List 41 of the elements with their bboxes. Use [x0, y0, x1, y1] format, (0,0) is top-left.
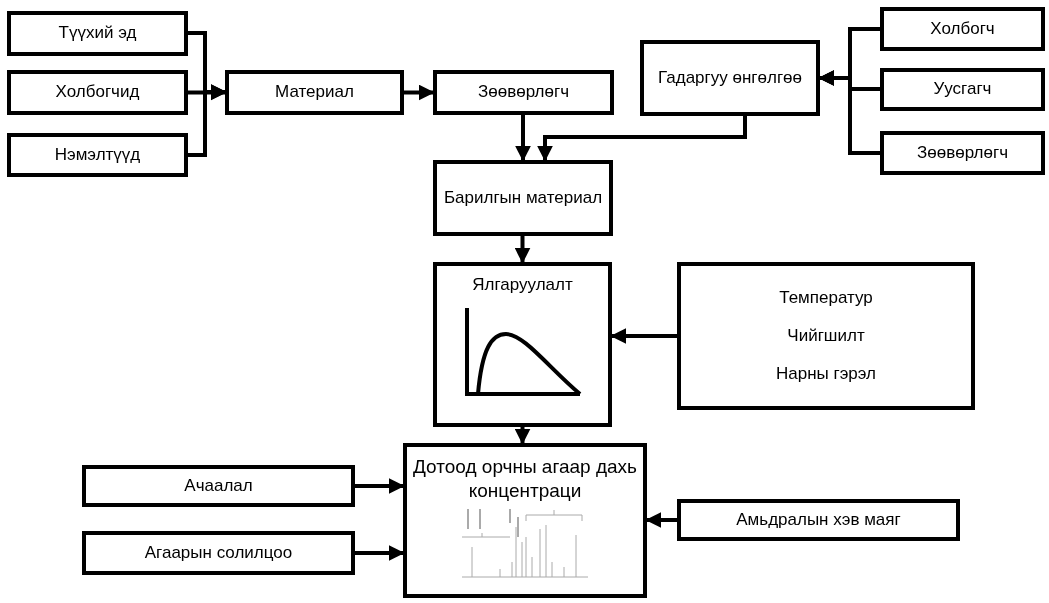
node-label: Ачаалал [184, 474, 253, 497]
arrow [514, 427, 531, 445]
process-box [7, 70, 188, 115]
process-box [880, 68, 1045, 111]
arrow [537, 116, 747, 162]
arrow [404, 84, 435, 101]
process-box [677, 262, 975, 410]
process-box [82, 531, 355, 575]
node-label: Уусгагч [933, 78, 992, 101]
node-label: Холбогчид [55, 81, 140, 104]
arrow [355, 478, 405, 494]
process-box [880, 7, 1045, 51]
arrow [515, 115, 531, 162]
node-label: Гадаргуу өнгөлгөө [658, 66, 802, 89]
process-box [82, 465, 355, 507]
process-box [677, 499, 960, 541]
node-label: Холбогч [930, 17, 995, 40]
node-label: Дотоод орчны агаар дахь концентраци [412, 455, 638, 503]
arrow [355, 545, 405, 561]
process-box [7, 133, 188, 177]
process-box [433, 70, 614, 115]
process-box [225, 70, 404, 115]
node-label: Ялгаруулалт [472, 274, 573, 296]
node-label: Зөөвөрлөгч [478, 81, 569, 104]
node-label: Материал [275, 81, 354, 104]
process-box [403, 443, 647, 598]
node-label: Чийгшилт [787, 324, 865, 347]
node-label: Температур [779, 286, 873, 309]
node-label: Түүхий эд [58, 22, 137, 45]
node-label: Нэмэлтүүд [54, 143, 141, 166]
process-box [880, 131, 1045, 175]
node-label: Зөөвөрлөгч [917, 141, 1008, 164]
node-label: Агаарын солилцоо [144, 541, 293, 564]
process-box [433, 262, 612, 427]
process-box [433, 160, 613, 236]
process-box [7, 11, 188, 56]
node-label: Барилгын материал [443, 186, 603, 209]
arrow [514, 236, 531, 264]
process-box [640, 40, 820, 116]
node-label: Нарны гэрэл [775, 363, 877, 386]
node-label: Амьдралын хэв маяг [736, 508, 901, 531]
